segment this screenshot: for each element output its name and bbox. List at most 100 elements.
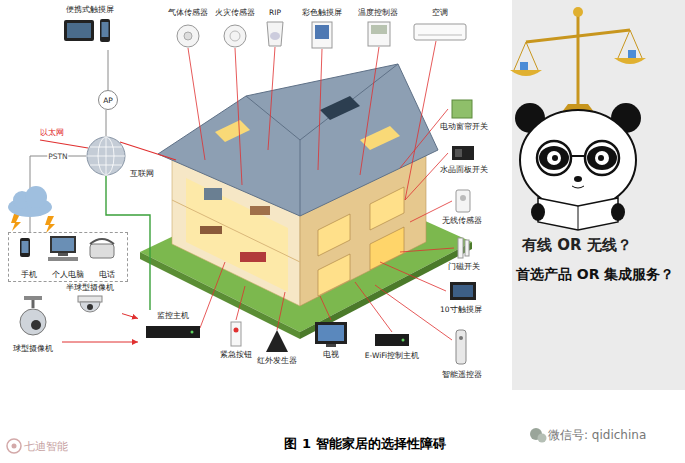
top-devices xyxy=(224,25,246,47)
top-devices xyxy=(414,24,466,40)
leader-line xyxy=(320,296,331,320)
watermark-icon xyxy=(7,439,21,453)
terminal-icons xyxy=(48,257,78,261)
node-label: 电话 xyxy=(99,270,115,279)
wechat-icon xyxy=(530,428,547,443)
node-label: 监控主机 xyxy=(157,311,189,320)
dome-camera-icon xyxy=(78,296,102,312)
device-label: 彩色触摸屏 xyxy=(302,8,342,17)
leader-line xyxy=(188,41,454,340)
terminal-icons xyxy=(20,238,30,257)
cloud xyxy=(25,186,47,208)
right-devices xyxy=(455,149,462,157)
ball-camera: 球型摄像机 xyxy=(4,296,62,354)
panda xyxy=(514,42,538,70)
leader-line xyxy=(355,282,392,332)
device-label: 空调 xyxy=(432,8,448,17)
panda xyxy=(510,7,646,230)
device-label: 电动窗帘开关 xyxy=(440,122,488,131)
top-devices xyxy=(267,22,283,46)
panda xyxy=(587,146,617,170)
top-devices xyxy=(270,32,280,40)
top-devices xyxy=(177,25,199,47)
device-label: 火灾传感器 xyxy=(215,8,255,17)
globe xyxy=(87,137,125,175)
top-devices xyxy=(177,22,466,48)
device-label: 电视 xyxy=(323,350,339,359)
top-devices xyxy=(371,25,387,34)
house xyxy=(250,206,270,215)
node-label: 半球型摄像机 xyxy=(66,283,114,292)
panda xyxy=(573,7,583,17)
device-node: 便携式触摸屏 xyxy=(58,4,122,50)
house xyxy=(318,214,350,256)
house xyxy=(300,140,301,216)
connector xyxy=(108,50,109,90)
terminal-icons xyxy=(50,236,76,253)
top-devices xyxy=(418,35,462,36)
monitor-host: 监控主机 xyxy=(138,310,208,348)
ball-camera-icon xyxy=(20,309,46,335)
leader-line xyxy=(380,262,446,291)
leader-line xyxy=(400,248,454,252)
ethernet-line xyxy=(120,142,176,160)
connector xyxy=(122,314,138,319)
node-label: AP xyxy=(103,96,113,105)
dome-camera: 半球型摄像机 xyxy=(58,282,122,326)
leader-line xyxy=(235,48,242,185)
network-label: 以太网 xyxy=(40,128,64,137)
leader-line xyxy=(405,41,436,200)
house xyxy=(158,64,438,216)
top-devices xyxy=(312,22,332,48)
device-label: 门磁开关 xyxy=(448,262,480,271)
monitor-host-icon xyxy=(191,331,194,334)
panda xyxy=(552,155,558,161)
monitor-host-icon xyxy=(146,326,200,338)
panda xyxy=(526,30,630,42)
wechat-icon xyxy=(538,434,547,443)
panda xyxy=(531,203,545,221)
panda xyxy=(614,58,646,64)
bottom-devices xyxy=(266,330,288,352)
bottom-devices xyxy=(231,322,409,352)
bottom-devices xyxy=(326,344,336,347)
leader-line xyxy=(236,286,245,320)
house xyxy=(318,254,350,296)
bottom-devices xyxy=(231,322,241,346)
cloud xyxy=(8,186,52,217)
right-devices xyxy=(458,238,463,258)
leader-line xyxy=(268,47,275,150)
terminal-icons xyxy=(52,238,74,251)
panda xyxy=(572,186,584,188)
ball-camera-icon xyxy=(20,296,46,335)
panda xyxy=(520,62,528,70)
leader-line xyxy=(405,153,448,200)
top-devices xyxy=(368,22,390,46)
panda xyxy=(578,206,579,230)
ap-circle: AP xyxy=(98,90,118,110)
device-label: 无线传感器 xyxy=(442,216,482,225)
ethernet-line xyxy=(40,140,88,148)
house xyxy=(360,126,400,150)
leader-line xyxy=(277,292,285,330)
panda xyxy=(539,146,569,170)
connector xyxy=(62,342,138,343)
connector xyxy=(106,110,107,136)
right-devices xyxy=(453,285,473,297)
lightning xyxy=(45,216,55,233)
internet-globe: 互联网 xyxy=(86,136,126,176)
monitor-host-icon xyxy=(146,326,200,338)
panda xyxy=(547,151,561,165)
panda xyxy=(510,70,542,76)
device-label: 温度控制器 xyxy=(358,8,398,17)
node-label: 互联网 xyxy=(130,169,154,178)
panda xyxy=(585,141,619,175)
portable-devices xyxy=(64,19,110,42)
ball-camera-icon xyxy=(31,320,41,330)
terminal-icons xyxy=(58,253,68,256)
bottom-devices xyxy=(402,339,405,342)
terminal-icons xyxy=(20,236,114,261)
device-label: 红外发生器 xyxy=(257,356,297,365)
panda xyxy=(598,155,604,161)
leader-line xyxy=(360,47,379,175)
